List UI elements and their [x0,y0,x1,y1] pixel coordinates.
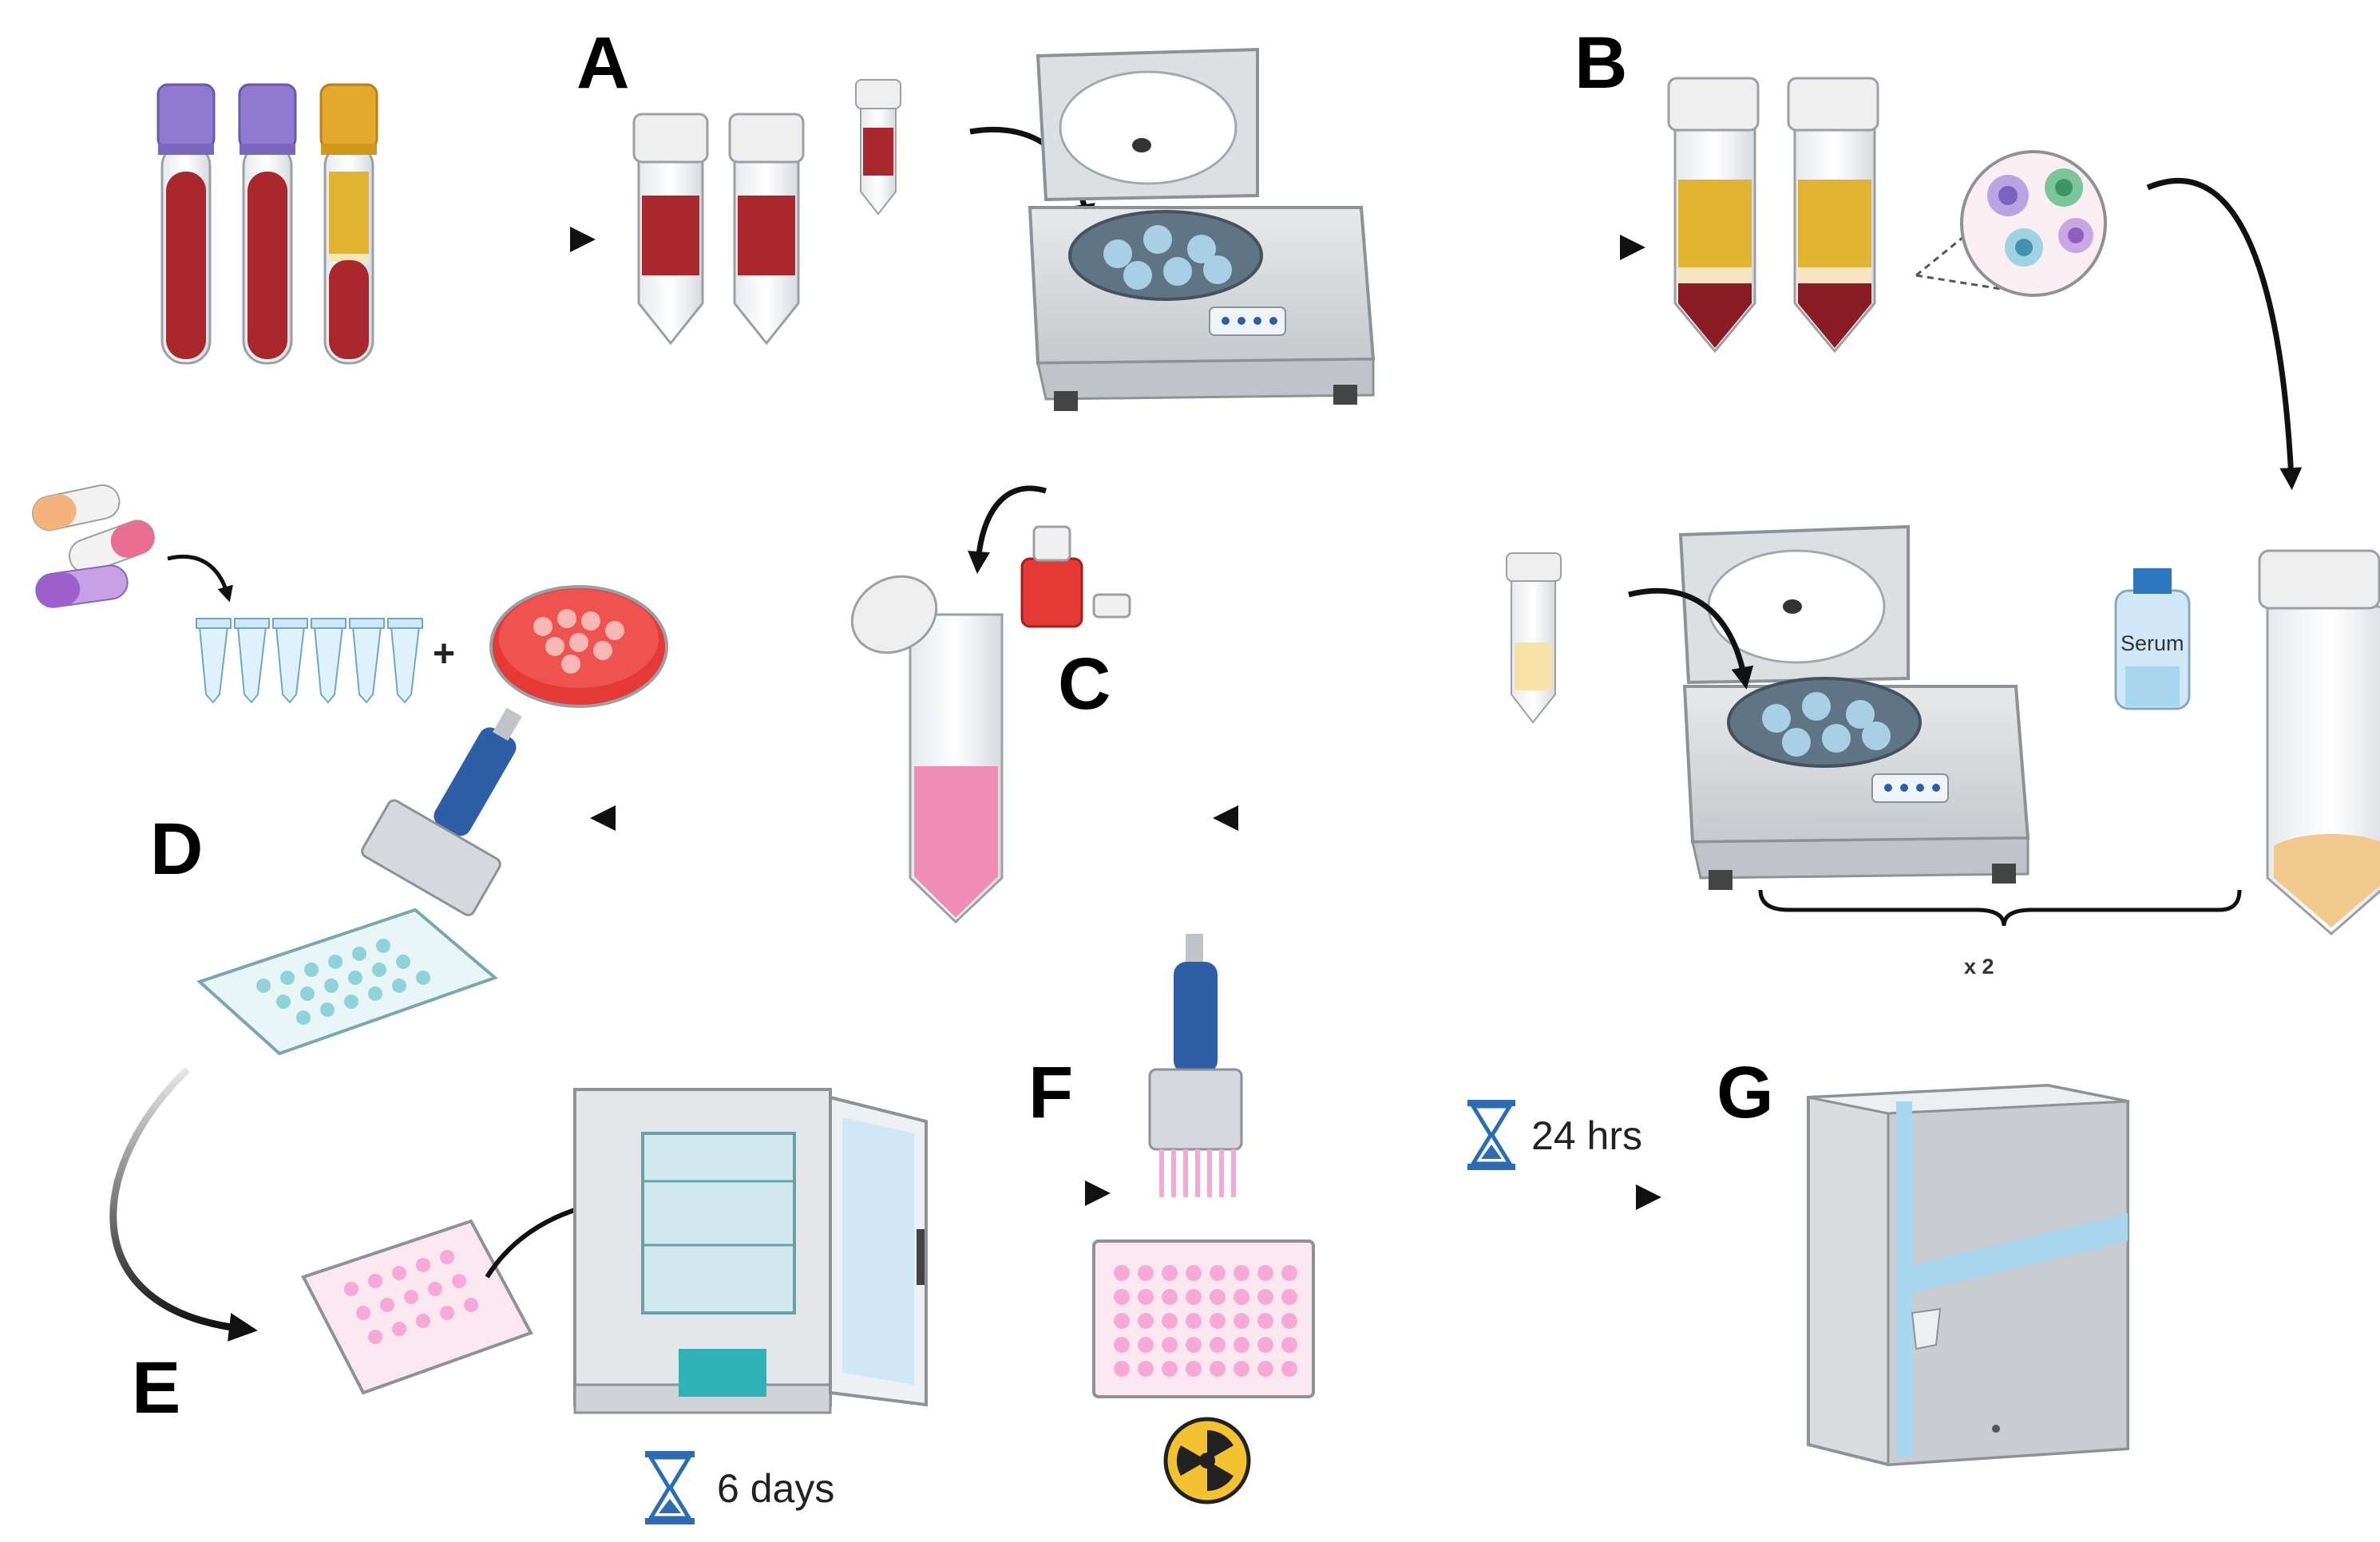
conical-tube-1 [632,113,709,346]
timer-6-days: 6 days [645,1451,834,1524]
radioactive-icon [1163,1417,1251,1504]
orange-cap-tube [319,83,378,365]
repeat-count-label: x 2 [1964,955,1994,979]
drug-capsules [31,484,155,608]
hourglass-icon [1467,1100,1515,1170]
arrow-drugs-to-tubes [167,554,233,603]
step-label-a: A [576,22,629,104]
arrow-d-to-e [109,1066,258,1342]
separated-tube-1 [1667,77,1760,354]
serum-bottle: Serum [2114,568,2191,710]
incubator [573,1088,928,1414]
step-label-d: D [150,809,203,890]
plus-sign: + [433,633,455,675]
petri-dish-media [489,585,668,708]
measurement-wait: 24 hrs [1531,1113,1642,1158]
pink-well-plate-f [1092,1240,1315,1398]
conical-tube-2 [728,113,805,346]
conical-tubes-blood [632,79,901,346]
separated-tube-2 [1787,77,1879,354]
teal-well-plate [196,907,498,1056]
incubation-duration: 6 days [717,1466,834,1511]
timer-24-hrs: 24 hrs [1467,1100,1642,1170]
step-label-e: E [132,1347,180,1429]
arrow-media-into-tube [968,485,1047,574]
blood-collection-tubes [156,83,378,365]
scintillation-counter [1807,1083,2129,1467]
purple-cap-tube-2 [238,83,297,365]
pink-well-plate-e [301,1219,533,1395]
step-label-c: C [1058,643,1111,725]
microcentrifuge-tubes [196,618,423,704]
arrow-b-down-to-serum-tube [2146,178,2303,490]
multichannel-pipette-f [1148,934,1243,1197]
pbmc-cells-magnified [1915,150,2107,297]
centrifuge-1 [1028,47,1376,411]
separated-blood-tubes [1667,77,1879,354]
serum-label: Serum [2121,631,2184,655]
culture-media-tube [850,575,1004,924]
small-pbmc-tube [1506,552,1562,724]
repeat-brace: x 2 [1758,889,2242,979]
step-label-g: G [1717,1052,1774,1133]
open-tube-cap [850,575,938,654]
multichannel-pipette-d [196,707,522,1056]
red-media-bottle [1020,525,1131,628]
small-conical-tube [855,79,901,215]
centrifuge-2 [1678,524,2030,890]
step-label-f: F [1028,1052,1073,1133]
hourglass-icon [645,1451,695,1524]
step-label-b: B [1574,22,1627,104]
arrow-into-centrifuge-2 [1628,587,1754,690]
wash-conical-tube [2258,549,2380,935]
purple-cap-tube-1 [156,83,216,365]
